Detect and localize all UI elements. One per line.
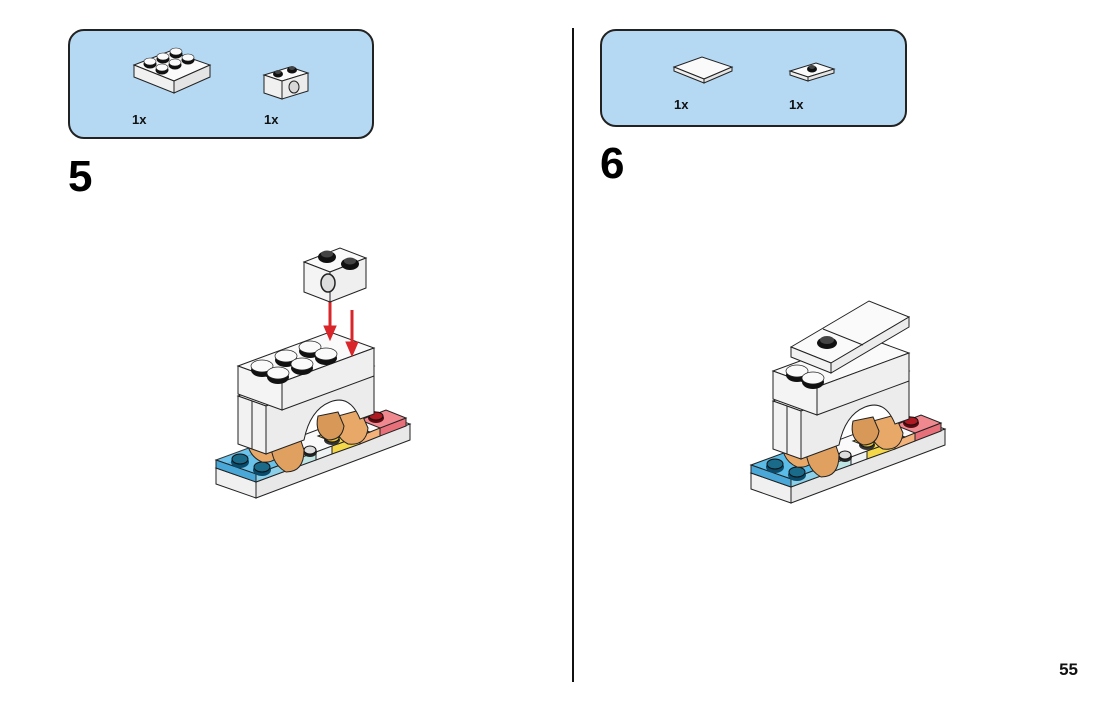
step-6-parts-box: 1x 1x <box>600 29 907 127</box>
part-brick-2x3-icon <box>132 43 212 94</box>
part-quantity: 1x <box>789 97 804 112</box>
insert-arrow <box>323 302 359 358</box>
part-jumper-plate-icon <box>788 57 836 85</box>
step-5-parts-box: 1x 1x <box>68 29 374 139</box>
step-6-assembly-illustration <box>745 295 955 535</box>
page-divider <box>572 28 574 682</box>
page-number: 55 <box>1059 660 1078 679</box>
part-quantity: 1x <box>264 112 279 127</box>
step-number: 5 <box>68 152 93 201</box>
part-technic-brick-icon <box>262 61 310 101</box>
part-quantity: 1x <box>674 97 689 112</box>
step-5-assembly-illustration <box>210 240 420 530</box>
part-tile-2x2-icon <box>672 53 736 85</box>
step-number: 6 <box>600 139 625 188</box>
part-quantity: 1x <box>132 112 147 127</box>
